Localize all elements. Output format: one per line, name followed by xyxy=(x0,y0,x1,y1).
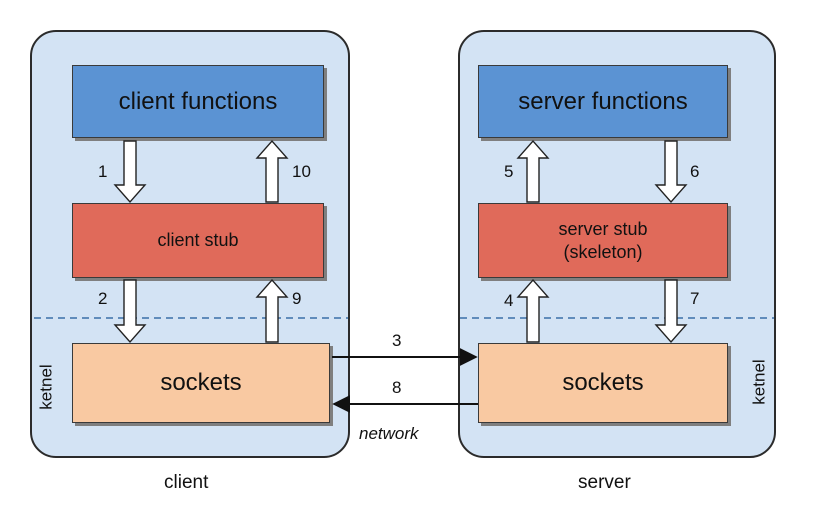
step-label-9: 9 xyxy=(292,289,302,308)
arrow-step-6 xyxy=(654,140,688,204)
server-functions-box: server functions xyxy=(478,65,728,138)
step-label-5: 5 xyxy=(504,162,514,181)
client-stub-label: client stub xyxy=(157,230,239,251)
arrow-step-10 xyxy=(255,139,289,203)
step-label-3: 3 xyxy=(392,331,402,350)
step-label-4: 4 xyxy=(504,291,514,310)
server-stub-label-line2: (skeleton) xyxy=(563,241,643,262)
server-sockets-label: sockets xyxy=(562,369,644,396)
step-label-10: 10 xyxy=(292,162,311,181)
step-label-7: 7 xyxy=(690,289,700,308)
step-label-2: 2 xyxy=(98,289,108,308)
client-sockets-box: sockets xyxy=(72,343,330,423)
client-caption: client xyxy=(164,472,209,493)
network-label: network xyxy=(359,424,419,443)
step-label-1: 1 xyxy=(98,162,108,181)
server-stub-box: server stub (skeleton) xyxy=(478,203,728,278)
client-stub-box: client stub xyxy=(72,203,324,278)
arrow-step-2 xyxy=(113,279,147,344)
arrow-step-5 xyxy=(516,139,550,203)
arrow-step-7 xyxy=(654,279,688,344)
client-functions-box: client functions xyxy=(72,65,324,138)
client-sockets-label: sockets xyxy=(160,369,242,396)
server-caption: server xyxy=(578,472,631,493)
server-stub-label-line1: server stub xyxy=(558,219,648,239)
server-sockets-box: sockets xyxy=(478,343,728,423)
arrow-step-4 xyxy=(516,278,550,343)
arrow-step-1 xyxy=(113,140,147,204)
server-kernel-label: ketnel xyxy=(749,359,769,405)
arrow-step-9 xyxy=(255,278,289,343)
server-functions-label: server functions xyxy=(518,87,688,115)
step-label-6: 6 xyxy=(690,162,700,181)
client-functions-label: client functions xyxy=(118,87,278,115)
client-kernel-label: ketnel xyxy=(36,364,56,410)
step-label-8: 8 xyxy=(392,378,402,397)
